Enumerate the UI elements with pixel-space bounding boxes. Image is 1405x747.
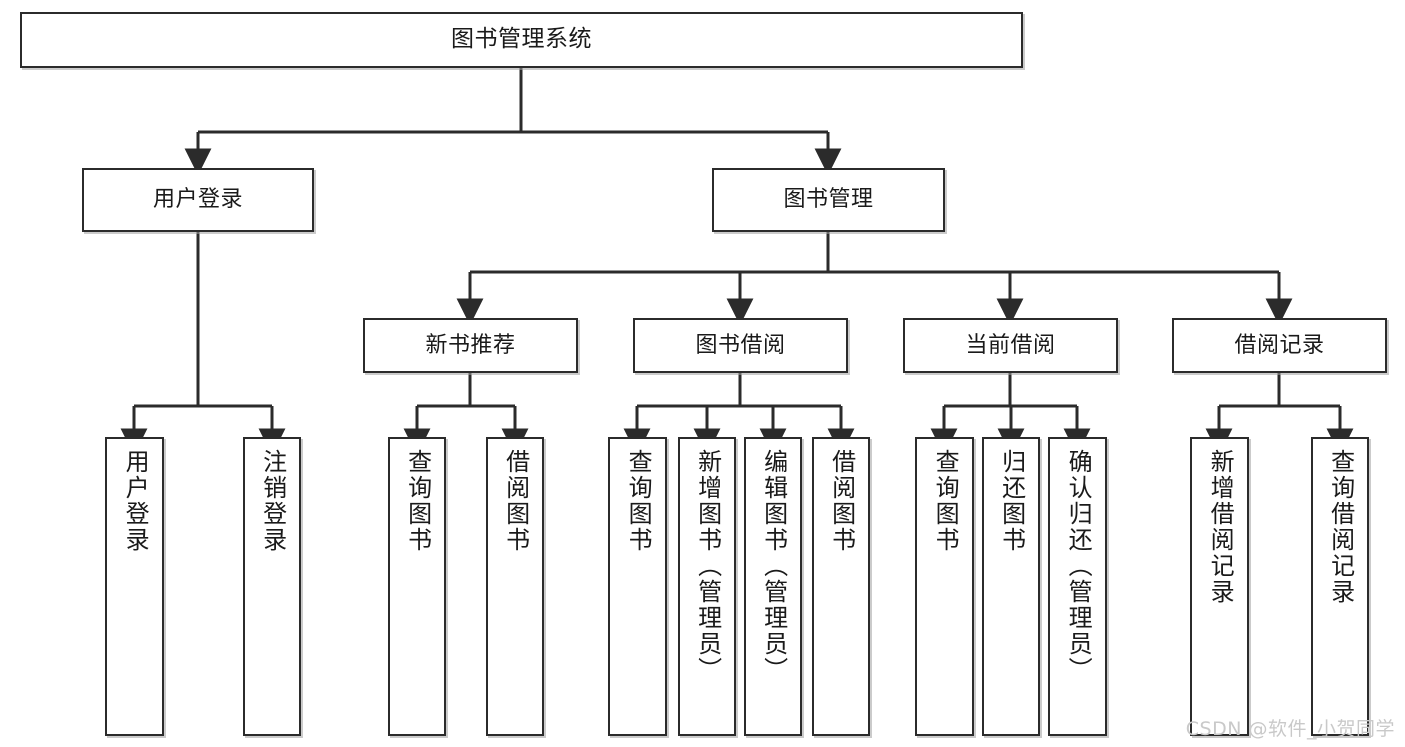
node-book-borrow[interactable]: 图书借阅 bbox=[633, 318, 848, 373]
node-leaf-user-login[interactable]: 用户登录 bbox=[105, 437, 164, 736]
node-book-borrow-label: 图书借阅 bbox=[695, 332, 786, 358]
node-leaf-borrow-book-2[interactable]: 借阅图书 bbox=[812, 437, 870, 736]
node-leaf-query-record-label: 查询借阅记录 bbox=[1326, 449, 1355, 605]
node-root-label: 图书管理系统 bbox=[451, 26, 592, 53]
node-leaf-borrow-book-1[interactable]: 借阅图书 bbox=[486, 437, 544, 736]
node-user-login[interactable]: 用户登录 bbox=[82, 168, 314, 232]
node-leaf-borrow-book-2-label: 借阅图书 bbox=[827, 449, 856, 553]
node-current-borrow[interactable]: 当前借阅 bbox=[903, 318, 1118, 373]
node-leaf-query-book-2-label: 查询图书 bbox=[624, 449, 653, 553]
node-leaf-return-book[interactable]: 归还图书 bbox=[982, 437, 1040, 736]
node-leaf-user-logout-label: 注销登录 bbox=[258, 449, 287, 553]
node-leaf-confirm-return-label: 确认归还（管理员） bbox=[1064, 449, 1093, 683]
node-user-login-label: 用户登录 bbox=[152, 187, 243, 213]
node-borrow-record[interactable]: 借阅记录 bbox=[1172, 318, 1387, 373]
node-leaf-confirm-return[interactable]: 确认归还（管理员） bbox=[1048, 437, 1107, 736]
node-leaf-add-record[interactable]: 新增借阅记录 bbox=[1190, 437, 1249, 736]
node-leaf-edit-book[interactable]: 编辑图书（管理员） bbox=[744, 437, 802, 736]
node-leaf-add-book-label: 新增图书（管理员） bbox=[693, 449, 722, 683]
node-new-book-rec-label: 新书推荐 bbox=[425, 332, 516, 358]
node-new-book-rec[interactable]: 新书推荐 bbox=[363, 318, 578, 373]
node-root[interactable]: 图书管理系统 bbox=[20, 12, 1023, 68]
node-leaf-user-login-label: 用户登录 bbox=[121, 449, 150, 553]
node-leaf-user-logout[interactable]: 注销登录 bbox=[243, 437, 301, 736]
node-leaf-query-record[interactable]: 查询借阅记录 bbox=[1311, 437, 1369, 736]
node-borrow-record-label: 借阅记录 bbox=[1234, 332, 1325, 358]
node-leaf-query-book-1-label: 查询图书 bbox=[403, 449, 432, 553]
node-leaf-borrow-book-1-label: 借阅图书 bbox=[501, 449, 530, 553]
node-leaf-return-book-label: 归还图书 bbox=[997, 449, 1026, 553]
node-book-manage[interactable]: 图书管理 bbox=[712, 168, 945, 232]
node-leaf-query-book-1[interactable]: 查询图书 bbox=[388, 437, 446, 736]
node-leaf-add-book[interactable]: 新增图书（管理员） bbox=[678, 437, 736, 736]
node-book-manage-label: 图书管理 bbox=[783, 187, 874, 213]
node-leaf-edit-book-label: 编辑图书（管理员） bbox=[759, 449, 788, 683]
node-leaf-add-record-label: 新增借阅记录 bbox=[1206, 449, 1235, 605]
node-leaf-query-book-2[interactable]: 查询图书 bbox=[608, 437, 667, 736]
node-leaf-query-book-3[interactable]: 查询图书 bbox=[915, 437, 974, 736]
node-leaf-query-book-3-label: 查询图书 bbox=[931, 449, 960, 553]
node-current-borrow-label: 当前借阅 bbox=[965, 332, 1056, 358]
